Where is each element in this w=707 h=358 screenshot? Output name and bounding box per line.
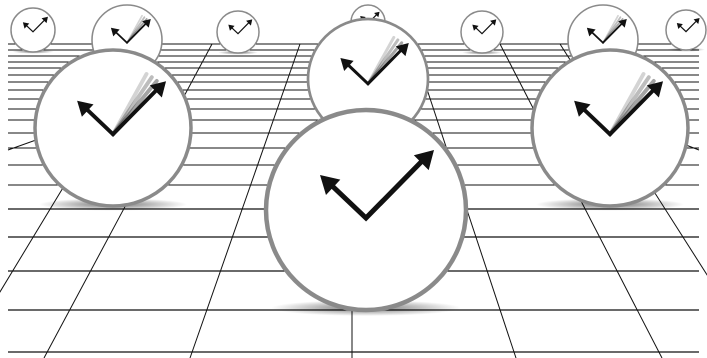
clock-hands (229, 20, 252, 35)
clock-icon (665, 9, 707, 52)
checkmark-arrow-icon (22, 16, 48, 33)
checkmark-arrow-icon (586, 14, 627, 45)
motion-blur-hand (366, 35, 396, 86)
arrow-head (228, 24, 235, 31)
arrow-head (574, 100, 591, 117)
arrow-head (320, 175, 341, 195)
clock-hands (577, 83, 660, 137)
clock-icon (10, 7, 56, 54)
checkmark-arrow-icon (110, 14, 151, 45)
clock-icon (460, 10, 504, 55)
motion-blur-hand (111, 72, 149, 137)
motion-blur-hand (126, 16, 146, 44)
arrow-head (395, 43, 409, 57)
arrow-head (142, 19, 151, 28)
clock-hands (23, 17, 48, 33)
motion-blur-hand (608, 72, 646, 137)
checkmark-arrow-icon (340, 35, 409, 86)
checkmark-arrow-icon (574, 72, 664, 137)
clock-group (10, 4, 707, 316)
grid-converging-line (189, 43, 301, 358)
arrow-head (77, 100, 94, 117)
arrow-head (149, 81, 167, 98)
clock-icon (263, 107, 469, 316)
checkmark-arrow-icon (472, 19, 497, 35)
clock-icon (33, 48, 193, 211)
arrow-head (646, 81, 664, 98)
clock-face (263, 107, 469, 313)
arrow-head (676, 23, 683, 29)
checkmark-arrow-icon (676, 18, 700, 33)
motion-blur-hand (366, 38, 400, 86)
clock-face (216, 10, 260, 54)
clock-face (460, 10, 504, 54)
arrow-head (413, 150, 434, 171)
arrow-head (472, 24, 479, 31)
clock-hands (588, 20, 626, 45)
arrow-head (490, 19, 497, 26)
clock-hands (112, 20, 150, 45)
clock-hands (473, 20, 496, 35)
arrow-head (618, 19, 627, 28)
clock-face (665, 9, 707, 51)
motion-blur-hand (111, 75, 154, 137)
checkmark-arrow-icon (228, 19, 253, 35)
motion-blur-hand (126, 14, 143, 44)
clock-face (10, 7, 56, 53)
clock-hands (80, 83, 163, 137)
arrow-head (246, 19, 253, 26)
arrow-head (22, 22, 30, 29)
arrow-head (340, 58, 354, 71)
clock-hands (324, 153, 430, 222)
arrow-head (693, 18, 700, 25)
clock-face (530, 48, 690, 208)
motion-blur-hand (608, 75, 651, 137)
clock-hands (677, 18, 699, 33)
checkmark-arrow-icon (77, 72, 167, 137)
motion-blur-hand (602, 16, 622, 44)
arrow-head (586, 27, 596, 37)
arrow-head (374, 11, 380, 18)
motion-blur-hand (602, 14, 619, 44)
checkmark-arrow-icon (320, 150, 434, 222)
clock-icon (216, 10, 260, 55)
clock-hands (342, 44, 407, 86)
clock-icon (530, 48, 690, 211)
arrow-head (110, 27, 120, 37)
arrow-head (41, 16, 48, 24)
clock-face (33, 48, 193, 208)
